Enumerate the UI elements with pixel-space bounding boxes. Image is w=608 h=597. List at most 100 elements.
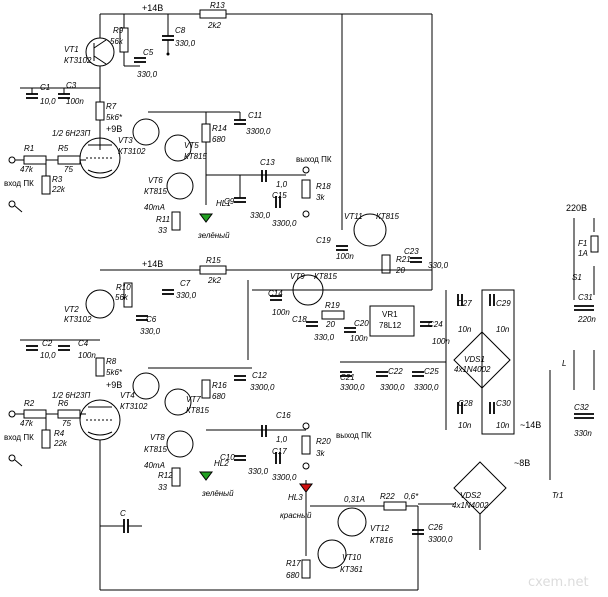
- resistor-R14: [201, 123, 211, 143]
- supply-14v-top: +14В: [142, 3, 163, 13]
- label-HL1: HL1: [216, 199, 231, 208]
- label-C18: C18: [292, 315, 307, 324]
- label-VT7: VT7: [186, 395, 201, 404]
- label-C9: C9: [224, 197, 235, 206]
- regulator-block: VT11 КТ815 C19 100n R21 20 C23 330,0 VT9…: [247, 212, 450, 392]
- label-C13v: 1,0: [276, 180, 288, 189]
- label-VDS1: VDS1: [464, 355, 485, 364]
- label-F1v: 1A: [578, 249, 588, 258]
- label-F1: F1: [578, 239, 587, 248]
- transistor-VT5: [164, 134, 192, 162]
- label-C26v: 3300,0: [428, 535, 453, 544]
- resistor-R3: [41, 175, 51, 195]
- label-R4v: 22k: [53, 439, 68, 448]
- input-label-2: вход ПК: [4, 433, 34, 442]
- label-VT1: VT1: [64, 45, 79, 54]
- label-ac14: ~14В: [520, 420, 541, 430]
- label-L: L: [562, 359, 566, 368]
- label-C32v: 330n: [574, 429, 592, 438]
- label-I1: 40mA: [144, 203, 165, 212]
- resistor-R17: [301, 559, 311, 579]
- label-VDS2t: 4x1N4002: [452, 501, 489, 510]
- label-R12v: 33: [158, 483, 167, 492]
- label-R11: R11: [156, 215, 170, 224]
- label-C27v: 10n: [458, 325, 472, 334]
- resistor-R5: [57, 155, 81, 165]
- label-R6: R6: [58, 399, 69, 408]
- label-C2v: 10,0: [40, 351, 56, 360]
- resistor-R21: [381, 254, 391, 274]
- label-R7: R7: [106, 102, 117, 111]
- label-ac8: ~8В: [514, 458, 530, 468]
- resistor-R19: [321, 310, 345, 320]
- label-C7v: 330,0: [176, 291, 197, 300]
- regulator-VR1: [369, 305, 415, 337]
- label-VR1: VR1: [382, 310, 398, 319]
- label-HL3: HL3: [288, 493, 303, 502]
- led-HL2-green: [199, 471, 213, 481]
- resistor-R8: [95, 357, 105, 377]
- label-I3: 0,31A: [344, 495, 365, 504]
- label-R2v: 47k: [20, 419, 34, 428]
- label-VT5t: КТ815: [184, 152, 208, 161]
- label-R2: R2: [24, 399, 35, 408]
- label-VT4t: КТ3102: [120, 402, 148, 411]
- transistor-VT8: [166, 430, 194, 458]
- label-C24v: 100n: [432, 337, 450, 346]
- label-mains: 220В: [566, 203, 587, 213]
- label-C32: C32: [574, 403, 589, 412]
- label-R3: R3: [52, 175, 63, 184]
- transistor-VT10: [317, 539, 347, 569]
- label-R9: R9: [113, 26, 124, 35]
- output-label-2: выход ПК: [336, 431, 372, 440]
- label-R5v: 75: [64, 165, 73, 174]
- label-C20: C20: [354, 319, 369, 328]
- label-C7: C7: [180, 279, 191, 288]
- label-C30: C30: [496, 399, 511, 408]
- label-R20v: 3k: [316, 449, 325, 458]
- current-source: C HL3 красный 0,31A R22 0,6* VT12 КТ816 …: [99, 440, 453, 591]
- label-VT2: VT2: [64, 305, 79, 314]
- label-v9_bot: +9В: [106, 380, 122, 390]
- label-C3v: 100n: [66, 97, 84, 106]
- label-R10v: 56k: [115, 293, 129, 302]
- label-R4: R4: [54, 429, 65, 438]
- label-R15: R15: [206, 256, 221, 265]
- label-VT9t: КТ815: [314, 272, 338, 281]
- label-VDS1t: 4x1N4002: [454, 365, 491, 374]
- label-C14v: 100n: [272, 308, 290, 317]
- label-R21: R21: [396, 255, 411, 264]
- label-R9v: 56k: [110, 37, 124, 46]
- transistor-VT7: [164, 388, 192, 416]
- label-VT4: VT4: [120, 391, 135, 400]
- label-C4v: 100n: [78, 351, 96, 360]
- label-HL3c: красный: [280, 511, 312, 520]
- label-C17v: 3300,0: [272, 473, 297, 482]
- resistor-R10: [123, 282, 133, 308]
- label-VT3t: КТ3102: [118, 147, 146, 156]
- label-C17: C17: [272, 447, 287, 456]
- label-R11v: 33: [158, 226, 167, 235]
- label-C1: C1: [40, 83, 50, 92]
- label-C29: C29: [496, 299, 511, 308]
- label-C19: C19: [316, 236, 331, 245]
- input-label-1: вход ПК: [4, 179, 34, 188]
- label-C22v: 3300,0: [380, 383, 405, 392]
- label-VT3: VT3: [118, 136, 133, 145]
- resistor-R22: [383, 501, 407, 511]
- label-VT8t: КТ815: [144, 445, 168, 454]
- label-VT7t: КТ815: [186, 406, 210, 415]
- resistor-R1: [23, 155, 47, 165]
- label-C1v: 10,0: [40, 97, 56, 106]
- label-VT8: VT8: [150, 433, 165, 442]
- resistor-R11: [171, 211, 181, 231]
- label-C16v: 1,0: [276, 435, 288, 444]
- label-C: C: [120, 509, 126, 518]
- resistor-R18: [301, 179, 311, 199]
- label-R14v: 680: [212, 135, 226, 144]
- label-C5v: 330,0: [137, 70, 158, 79]
- label-R17v: 680: [286, 571, 300, 580]
- resistor-R7: [95, 101, 105, 121]
- label-VT6t: КТ815: [144, 187, 168, 196]
- fuse-F1: [590, 235, 599, 253]
